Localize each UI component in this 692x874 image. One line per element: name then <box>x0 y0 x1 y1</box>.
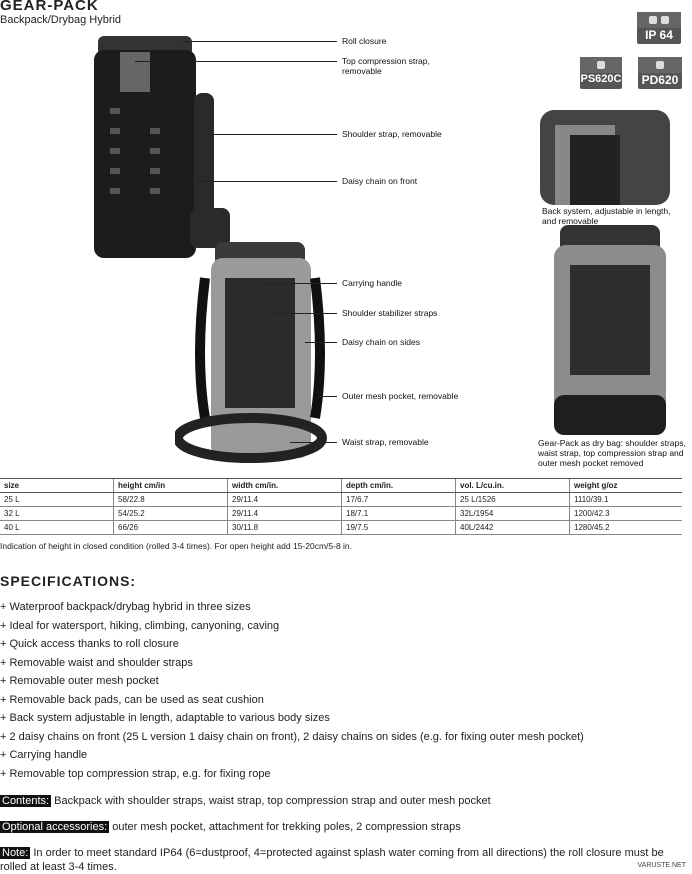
dust-water-icon <box>637 12 681 28</box>
specs-heading: SPECIFICATIONS: <box>0 573 137 589</box>
callout-line <box>263 283 337 284</box>
callout-line <box>182 41 337 42</box>
callout-line <box>318 396 337 397</box>
callout-roll-closure: Roll closure <box>342 36 387 46</box>
callout-daisy-sides: Daisy chain on sides <box>342 337 420 347</box>
callout-stabilizer-straps: Shoulder stabilizer straps <box>342 308 438 318</box>
optional-text: outer mesh pocket, attachment for trekki… <box>109 821 461 833</box>
ip64-badge: IP 64 <box>637 12 681 44</box>
col-size: size <box>0 478 114 493</box>
table-header-row: size height cm/in width cm/in. depth cm/… <box>0 478 682 493</box>
page-subtitle: Backpack/Drybag Hybrid <box>0 14 122 26</box>
caption-drybag: Gear-Pack as dry bag: shoulder straps, w… <box>538 438 686 468</box>
col-depth: depth cm/in. <box>341 478 456 493</box>
table-cell: 54/25.2 <box>113 506 228 521</box>
contents-paragraph: Contents: Backpack with shoulder straps,… <box>0 794 680 808</box>
callout-line <box>135 61 337 62</box>
table-cell: 40 L <box>0 520 114 535</box>
list-item: + Quick access thanks to roll closure <box>0 638 179 650</box>
table-cell: 66/26 <box>113 520 228 535</box>
callout-line <box>290 442 337 443</box>
callout-line <box>272 313 337 314</box>
table-cell: 25 L <box>0 492 114 507</box>
optional-paragraph: Optional accessories: outer mesh pocket,… <box>0 820 680 834</box>
table-cell: 32 L <box>0 506 114 521</box>
list-item: + Removable back pads, can be used as se… <box>0 693 264 706</box>
list-item: + Removable waist and shoulder straps <box>0 656 193 669</box>
ps620c-badge: PS620C <box>580 57 622 89</box>
table-cell: 1280/45.2 <box>569 520 682 535</box>
callout-shoulder-strap: Shoulder strap, removable <box>342 129 442 139</box>
table-cell: 58/22.8 <box>113 492 228 507</box>
note-label: Note: <box>0 847 31 859</box>
pd620-badge: PD620 <box>638 57 682 89</box>
footer-watermark: VARUSTE.NET <box>637 862 687 869</box>
optional-label: Optional accessories: <box>0 821 110 833</box>
col-volume: vol. L/cu.in. <box>455 478 570 493</box>
table-cell: 18/7.1 <box>341 506 456 521</box>
table-cell: 25 L/1526 <box>455 492 570 507</box>
table-cell: 17/6.7 <box>341 492 456 507</box>
callout-top-compression: Top compression strap, removable <box>342 56 430 76</box>
col-weight: weight g/oz <box>569 478 682 493</box>
contents-text: Backpack with shoulder straps, waist str… <box>51 795 491 807</box>
list-item: + Waterproof backpack/drybag hybrid in t… <box>0 601 251 613</box>
table-cell: 19/7.5 <box>341 520 456 535</box>
backpack-front-image <box>94 36 230 258</box>
table-cell: 29/11.4 <box>227 506 342 521</box>
callout-line <box>207 134 337 135</box>
drybag-image <box>554 225 666 435</box>
fabric-icon <box>638 57 682 73</box>
contents-label: Contents: <box>0 795 52 807</box>
col-height: height cm/in <box>113 478 228 493</box>
fabric-icon <box>580 57 622 73</box>
list-item: + Carrying handle <box>0 749 88 761</box>
note-paragraph: Note: In order to meet standard IP64 (6=… <box>0 846 680 874</box>
callout-carrying-handle: Carrying handle <box>342 278 403 288</box>
callout-mesh-pocket: Outer mesh pocket, removable <box>342 391 459 401</box>
specs-list: + Waterproof backpack/drybag hybrid in t… <box>0 598 584 783</box>
caption-back-system: Back system, adjustable in length, and r… <box>542 206 671 226</box>
list-item: + Removable top compression strap, e.g. … <box>0 767 271 780</box>
table-cell: 29/11.4 <box>227 492 342 507</box>
list-item: + Removable outer mesh pocket <box>0 675 159 687</box>
callout-line <box>155 181 337 182</box>
list-item: + Back system adjustable in length, adap… <box>0 712 330 724</box>
callout-daisy-front: Daisy chain on front <box>342 176 418 186</box>
size-table: size height cm/in width cm/in. depth cm/… <box>0 478 682 535</box>
callout-waist-strap: Waist strap, removable <box>342 437 429 447</box>
table-note: Indication of height in closed condition… <box>0 541 353 551</box>
back-system-image <box>540 110 670 205</box>
note-text: In order to meet standard IP64 (6=dustpr… <box>0 847 664 873</box>
table-cell: 1200/42.3 <box>569 506 682 521</box>
table-cell: 30/11.8 <box>227 520 342 535</box>
page-title: GEAR-PACK <box>0 0 99 14</box>
backpack-back-image <box>175 242 327 463</box>
callout-line <box>305 342 337 343</box>
table-cell: 1110/39.1 <box>569 492 682 507</box>
col-width: width cm/in. <box>227 478 342 493</box>
table-cell: 32L/1954 <box>455 506 570 521</box>
table-cell: 40L/2442 <box>455 520 570 535</box>
list-item: + Ideal for watersport, hiking, climbing… <box>0 619 280 632</box>
list-item: + 2 daisy chains on front (25 L version … <box>0 730 584 743</box>
